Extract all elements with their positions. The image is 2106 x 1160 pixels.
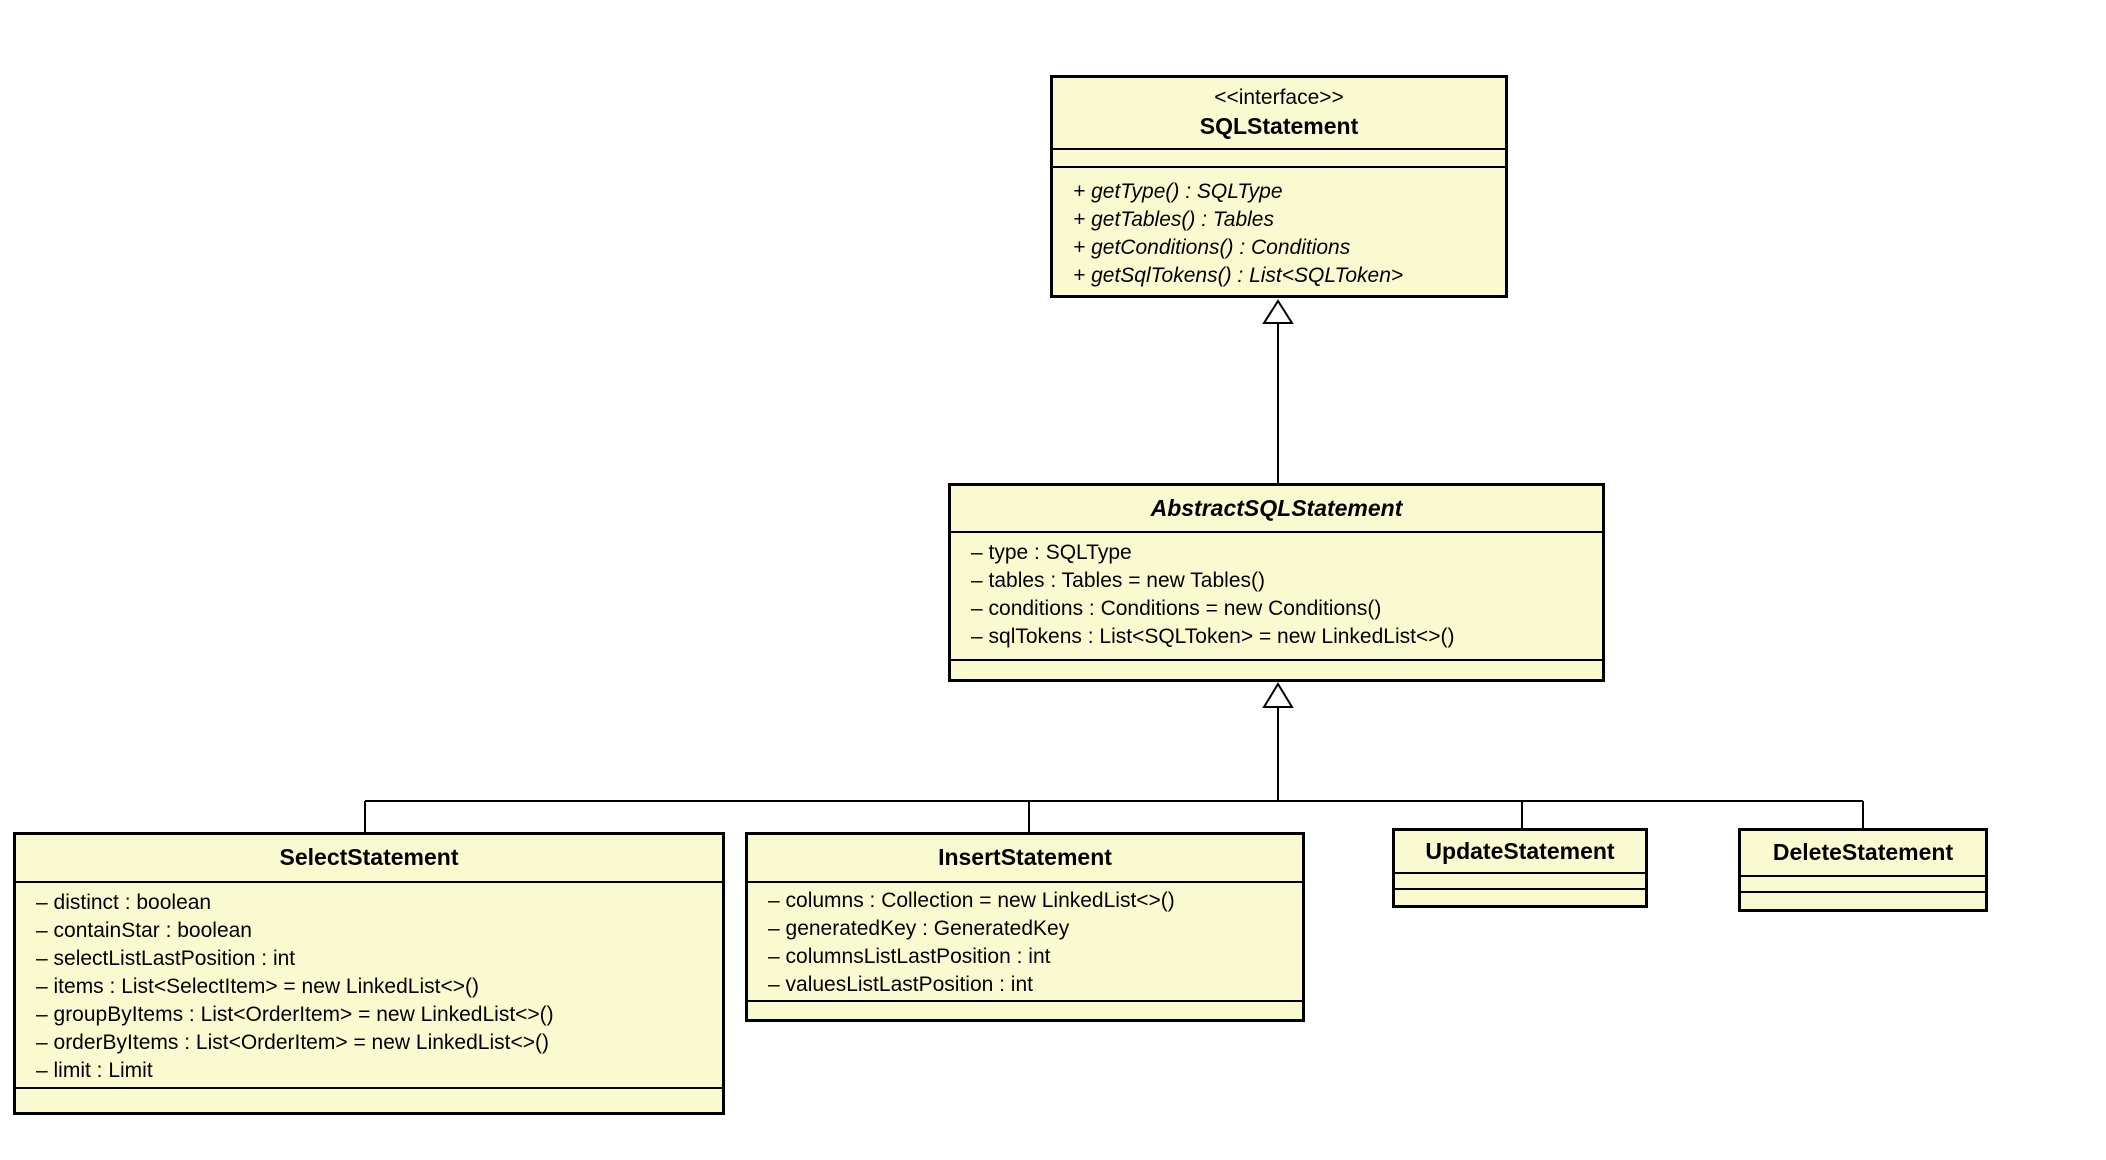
class-name: AbstractSQLStatement — [1150, 494, 1403, 521]
attribute-row: – selectListLastPosition : int — [36, 947, 296, 970]
attribute-row: – valuesListLastPosition : int — [768, 973, 1033, 996]
class-box-updatestatement: UpdateStatement — [1392, 828, 1648, 908]
class-box-selectstatement: SelectStatement – distinct : boolean – c… — [13, 832, 725, 1115]
class-header: DeleteStatement — [1741, 831, 1985, 875]
attribute-row: – groupByItems : List<OrderItem> = new L… — [36, 1003, 554, 1026]
attributes-compartment-empty — [1741, 875, 1985, 891]
attributes-compartment-empty — [1053, 148, 1505, 166]
attribute-row: – tables : Tables = new Tables() — [971, 569, 1265, 592]
stereotype-label: <<interface>> — [1214, 86, 1344, 110]
class-box-abstractsqlstatement: AbstractSQLStatement – type : SQLType – … — [948, 483, 1605, 682]
attribute-row: – conditions : Conditions = new Conditio… — [971, 597, 1382, 620]
attribute-row: – orderByItems : List<OrderItem> = new L… — [36, 1031, 549, 1054]
attributes-compartment-empty — [1395, 872, 1645, 888]
class-box-deletestatement: DeleteStatement — [1738, 828, 1988, 912]
class-name: UpdateStatement — [1425, 837, 1615, 864]
class-header: InsertStatement — [748, 835, 1302, 881]
method-row: + getType() : SQLType — [1073, 180, 1283, 203]
hollow-triangle-arrowhead-interface — [1262, 299, 1294, 324]
attribute-row: – generatedKey : GeneratedKey — [768, 917, 1070, 940]
attribute-row: – type : SQLType — [971, 541, 1132, 564]
attributes-compartment: – distinct : boolean – containStar : boo… — [16, 881, 722, 1087]
methods-compartment-empty — [16, 1087, 722, 1112]
attribute-row: – columnsListLastPosition : int — [768, 945, 1051, 968]
class-header: AbstractSQLStatement — [951, 486, 1602, 531]
method-row: + getConditions() : Conditions — [1073, 236, 1351, 259]
class-header: SelectStatement — [16, 835, 722, 881]
attribute-row: – columns : Collection = new LinkedList<… — [768, 889, 1175, 912]
class-name: InsertStatement — [938, 844, 1112, 871]
class-name: DeleteStatement — [1772, 839, 1954, 866]
methods-compartment-empty — [1741, 891, 1985, 909]
hollow-triangle-arrowhead-abstract — [1262, 682, 1294, 708]
methods-compartment: + getType() : SQLType + getTables() : Ta… — [1053, 166, 1505, 295]
class-box-sqlstatement: <<interface>> SQLStatement + getType() :… — [1050, 75, 1508, 298]
class-header: <<interface>> SQLStatement — [1053, 78, 1505, 148]
attributes-compartment: – type : SQLType – tables : Tables = new… — [951, 531, 1602, 659]
class-name: SelectStatement — [279, 844, 459, 871]
attribute-row: – containStar : boolean — [36, 919, 252, 942]
method-row: + getSqlTokens() : List<SQLToken> — [1073, 264, 1404, 287]
attributes-compartment: – columns : Collection = new LinkedList<… — [748, 881, 1302, 1000]
attribute-row: – limit : Limit — [36, 1059, 153, 1082]
class-box-insertstatement: InsertStatement – columns : Collection =… — [745, 832, 1305, 1022]
attribute-row: – distinct : boolean — [36, 891, 212, 914]
attribute-row: – items : List<SelectItem> = new LinkedL… — [36, 975, 479, 998]
method-row: + getTables() : Tables — [1073, 208, 1274, 231]
methods-compartment-empty — [748, 1000, 1302, 1019]
methods-compartment-empty — [1395, 888, 1645, 905]
class-name: SQLStatement — [1199, 112, 1359, 139]
methods-compartment-empty — [951, 659, 1602, 679]
attribute-row: – sqlTokens : List<SQLToken> = new Linke… — [971, 625, 1455, 648]
class-header: UpdateStatement — [1395, 831, 1645, 872]
